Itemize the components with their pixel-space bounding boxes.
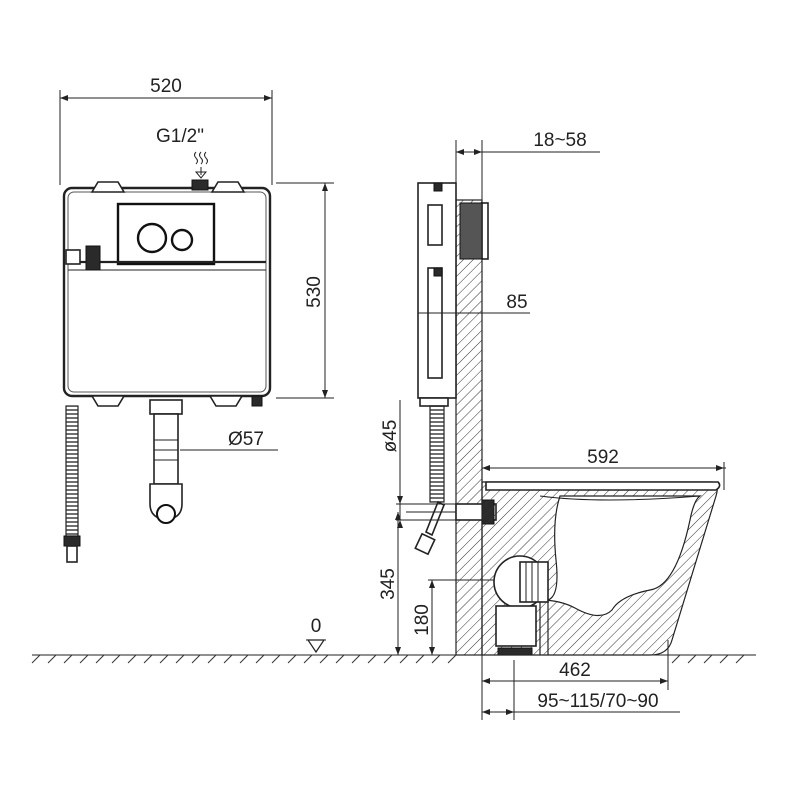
side-view: 18~58 85 ø45 345	[378, 130, 726, 720]
outlet-height-label: 180	[412, 604, 433, 636]
bowl-length-label: 592	[587, 447, 619, 468]
outlet-offset-label: 95~115/70~90	[537, 691, 658, 712]
flush-button-large	[136, 222, 168, 254]
front-view: 520 G1/2" 530	[59, 76, 334, 563]
width-label: 520	[150, 76, 182, 97]
pipe-diameter-label: Ø57	[228, 429, 264, 450]
pipe-dia-label: ø45	[380, 420, 401, 453]
wall-thickness-label: 18~58	[533, 130, 586, 151]
connector-height-label: 345	[378, 568, 399, 600]
floor-line: 0	[31, 616, 756, 664]
cistern-body	[62, 186, 272, 398]
flush-button-small	[170, 228, 194, 252]
flush-plate	[116, 202, 216, 266]
inlet-label: G1/2"	[156, 126, 204, 147]
toilet-bowl	[481, 481, 718, 656]
height-label: 530	[304, 276, 325, 308]
outlet-distance-label: 462	[559, 660, 591, 681]
frame-depth-label: 85	[506, 292, 527, 313]
wall-section	[455, 199, 483, 656]
floor-level-label: 0	[311, 616, 322, 637]
